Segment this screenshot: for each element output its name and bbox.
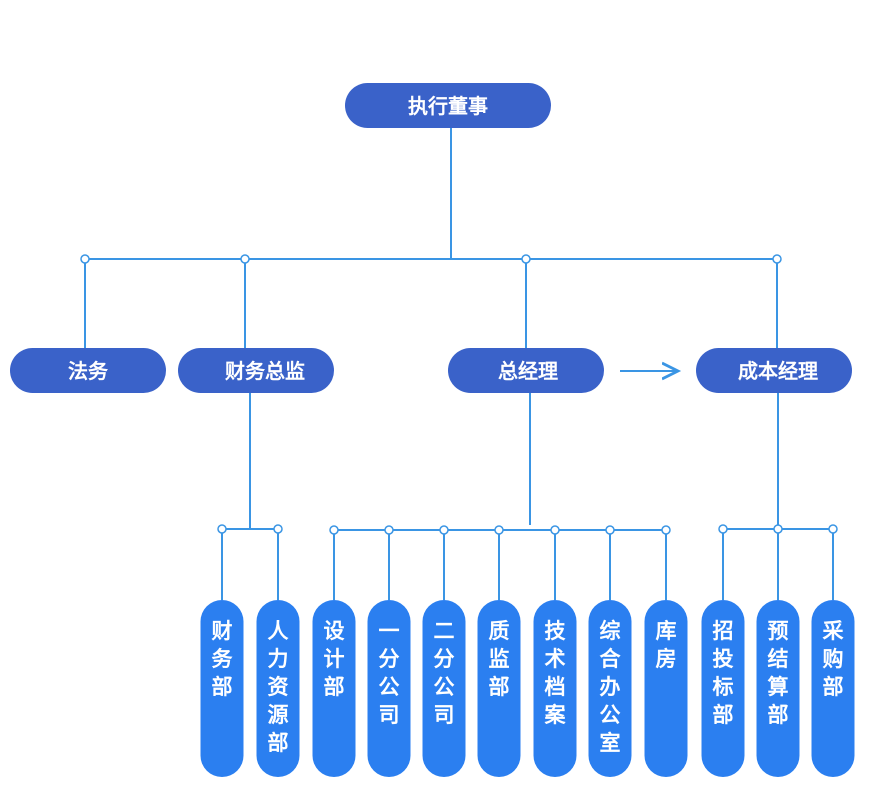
department-finance[interactable]: 财务部 bbox=[200, 600, 244, 777]
node-executive-director[interactable]: 执行董事 bbox=[345, 83, 551, 128]
department-branch1-label: 一分公司 bbox=[379, 619, 400, 727]
junction-dot bbox=[329, 525, 339, 535]
node-cost-manager-label: 成本经理 bbox=[738, 359, 818, 383]
junction-dot bbox=[384, 525, 394, 535]
junction-dot bbox=[661, 525, 671, 535]
junction-dot bbox=[439, 525, 449, 535]
department-design-box bbox=[312, 600, 356, 777]
junction-dot bbox=[550, 525, 560, 535]
department-tech-archive-label: 技术档案 bbox=[544, 619, 567, 727]
junction-dot bbox=[828, 524, 838, 534]
node-legal-label: 法务 bbox=[68, 359, 109, 383]
department-branch2[interactable]: 二分公司 bbox=[422, 600, 466, 777]
node-finance-director[interactable]: 财务总监 bbox=[178, 348, 334, 393]
department-bidding-box bbox=[701, 600, 745, 777]
junction-dot bbox=[217, 524, 227, 534]
department-design-label: 设计部 bbox=[324, 619, 345, 699]
junction-dots bbox=[80, 254, 838, 535]
node-executive-director-label: 执行董事 bbox=[408, 94, 488, 118]
department-quality[interactable]: 质监部 bbox=[477, 600, 521, 777]
junction-dot bbox=[772, 254, 782, 264]
node-finance-director-box bbox=[178, 348, 334, 393]
department-branch1-box bbox=[367, 600, 411, 777]
department-quality-label: 质监部 bbox=[489, 619, 510, 699]
department-branch1[interactable]: 一分公司 bbox=[367, 600, 411, 777]
department-design[interactable]: 设计部 bbox=[312, 600, 356, 777]
junction-dot bbox=[240, 254, 250, 264]
department-purchasing-label: 采购部 bbox=[823, 619, 844, 699]
node-general-manager-box bbox=[448, 348, 604, 393]
department-tech-archive[interactable]: 技术档案 bbox=[533, 600, 577, 777]
department-bidding[interactable]: 招投标部 bbox=[701, 600, 745, 777]
department-purchasing-box bbox=[811, 600, 855, 777]
node-finance-director-label: 财务总监 bbox=[225, 359, 305, 383]
department-warehouse-label: 库房 bbox=[656, 619, 677, 671]
department-general-office-label: 综合办公室 bbox=[600, 619, 622, 755]
department-budget-label: 预结算部 bbox=[768, 619, 789, 727]
node-cost-manager-box bbox=[696, 348, 852, 393]
department-branch2-label: 二分公司 bbox=[434, 619, 455, 727]
junction-dot bbox=[605, 525, 615, 535]
department-branch2-box bbox=[422, 600, 466, 777]
department-purchasing[interactable]: 采购部 bbox=[811, 600, 855, 777]
node-cost-manager[interactable]: 成本经理 bbox=[696, 348, 852, 393]
node-legal[interactable]: 法务 bbox=[10, 348, 166, 393]
junction-dot bbox=[521, 254, 531, 264]
junction-dot bbox=[273, 524, 283, 534]
junction-dot bbox=[718, 524, 728, 534]
department-hr-box bbox=[256, 600, 300, 777]
department-nodes: 财务部 人力资源部 设计部 一分公司 二分公司 质监部 技术档案 综合办公室 库房 招投标部 预结算… bbox=[200, 600, 855, 777]
junction-dot bbox=[773, 524, 783, 534]
junction-dot bbox=[80, 254, 90, 264]
department-finance-label: 财务部 bbox=[212, 619, 234, 699]
department-warehouse-box bbox=[644, 600, 688, 777]
department-tech-archive-box bbox=[533, 600, 577, 777]
department-hr[interactable]: 人力资源部 bbox=[256, 600, 300, 777]
department-bidding-label: 招投标部 bbox=[713, 619, 734, 727]
node-general-manager-label: 总经理 bbox=[498, 359, 558, 383]
department-quality-box bbox=[477, 600, 521, 777]
department-budget[interactable]: 预结算部 bbox=[756, 600, 800, 777]
department-general-office[interactable]: 综合办公室 bbox=[588, 600, 632, 777]
node-legal-box bbox=[10, 348, 166, 393]
department-finance-box bbox=[200, 600, 244, 777]
node-general-manager[interactable]: 总经理 bbox=[448, 348, 604, 393]
junction-dot bbox=[494, 525, 504, 535]
department-general-office-box bbox=[588, 600, 632, 777]
department-warehouse[interactable]: 库房 bbox=[644, 600, 688, 777]
node-executive-director-box bbox=[345, 83, 551, 128]
department-budget-box bbox=[756, 600, 800, 777]
department-hr-label: 人力资源部 bbox=[268, 619, 289, 755]
